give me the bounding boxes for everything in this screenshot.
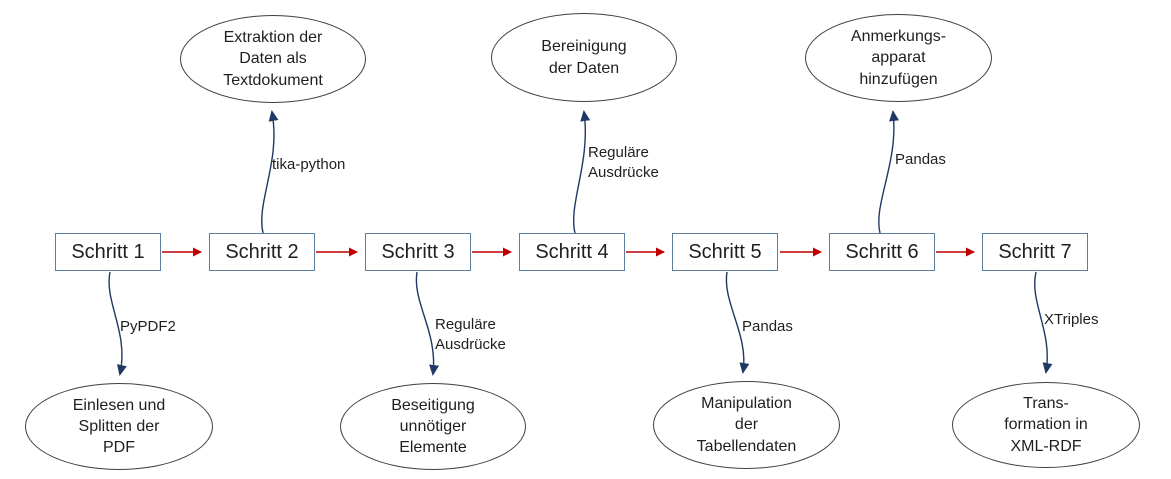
edge-label-tika-python: tika-python bbox=[272, 156, 346, 173]
ellipse-beseitigung-elemente: Beseitigung unnötiger Elemente bbox=[340, 383, 526, 470]
step-box-3: Schritt 3 bbox=[365, 233, 471, 271]
ellipse-einlesen-splitten-pdf: Einlesen und Splitten der PDF bbox=[25, 383, 213, 470]
edge-label-regulaere-ausdruecke-oben: Reguläre Ausdrücke bbox=[588, 144, 659, 182]
ellipse-transformation-xml-rdf: Trans- formation in XML-RDF bbox=[952, 382, 1140, 468]
edge-label-xtriples: XTriples bbox=[1044, 311, 1099, 328]
edge-label-pandas-unten: Pandas bbox=[742, 318, 793, 335]
ellipse-manipulation-tabellendaten: Manipulation der Tabellendaten bbox=[653, 381, 840, 469]
step-box-6: Schritt 6 bbox=[829, 233, 935, 271]
connector-step6-up bbox=[878, 110, 900, 234]
ellipse-anmerkungsapparat: Anmerkungs- apparat hinzufügen bbox=[805, 14, 992, 102]
step-box-5: Schritt 5 bbox=[672, 233, 778, 271]
step-box-4: Schritt 4 bbox=[519, 233, 625, 271]
step-box-1: Schritt 1 bbox=[55, 233, 161, 271]
ellipse-extraktion-der-daten: Extraktion der Daten als Textdokument bbox=[180, 15, 366, 103]
edge-label-pypdf2: PyPDF2 bbox=[120, 318, 176, 335]
step-box-2: Schritt 2 bbox=[209, 233, 315, 271]
ellipse-bereinigung-der-daten: Bereinigung der Daten bbox=[491, 13, 677, 102]
connector-step3-down bbox=[415, 271, 440, 376]
connector-step4-up bbox=[573, 110, 591, 234]
edge-label-pandas-oben: Pandas bbox=[895, 151, 946, 168]
edge-label-regulaere-ausdruecke-unten: Reguläre Ausdrücke bbox=[435, 316, 506, 354]
step-box-7: Schritt 7 bbox=[982, 233, 1088, 271]
